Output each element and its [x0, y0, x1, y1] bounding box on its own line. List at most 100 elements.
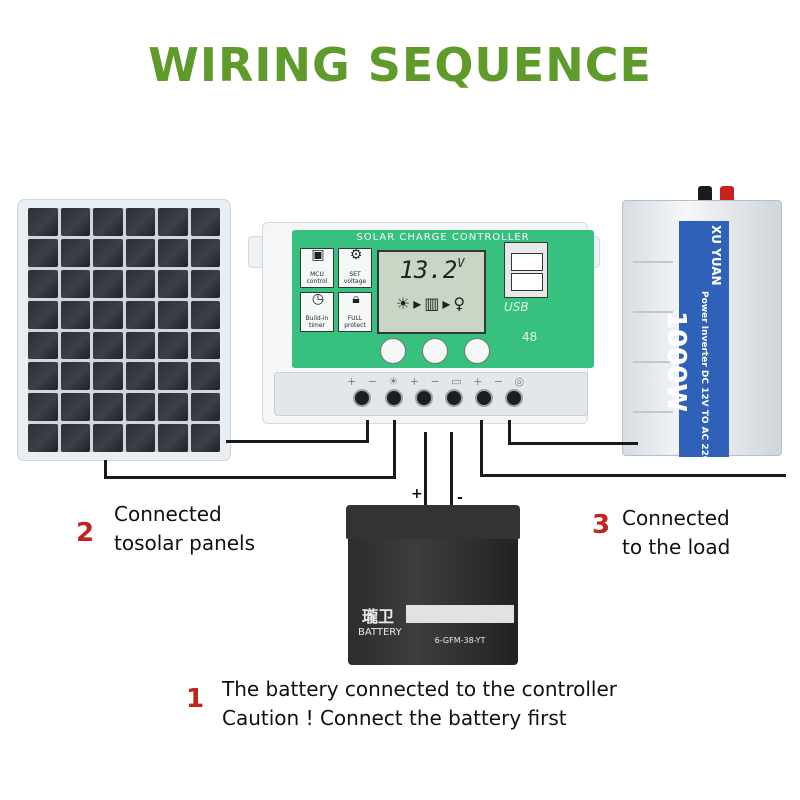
cooling-fin: [633, 261, 673, 263]
cooling-fin: [633, 311, 673, 313]
model-mark: 48: [522, 330, 538, 344]
terminal-screw: [505, 389, 523, 407]
usb-label: USB: [504, 300, 529, 314]
step-3-number: 3: [592, 510, 611, 540]
solar-cell: [125, 300, 155, 329]
step-3-line: Connected: [622, 506, 730, 530]
wire-panel-positive-drop: [366, 420, 369, 443]
solar-cell: [125, 362, 155, 391]
wire-load-positive: [508, 442, 638, 445]
controller-button-3: [464, 338, 490, 364]
solar-cell: [190, 424, 220, 452]
wire-panel-negative: [104, 476, 396, 479]
solar-panel: [18, 200, 230, 460]
usb-port: [511, 273, 543, 291]
battery-brand-line: 瓏卫: [361, 607, 394, 626]
lock-icon: 🔒︎: [352, 291, 360, 307]
solar-cell: [60, 331, 90, 360]
solar-cell: [125, 269, 155, 298]
inverter-power-rating: 1000W: [661, 311, 691, 413]
solar-cell: [28, 269, 58, 298]
solar-cell: [93, 269, 123, 298]
solar-cell: [60, 238, 90, 267]
solar-cell: [93, 208, 123, 236]
solar-cell: [190, 362, 220, 391]
battery-label-bar: [406, 605, 514, 623]
battery-brand: 瓏卫 BATTERY: [358, 603, 402, 638]
wire-battery-negative: [450, 432, 453, 507]
battery-lid: [346, 505, 520, 539]
controller-faceplate: SOLAR CHARGE CONTROLLER ▣ MCU control ⚙ …: [292, 230, 594, 368]
solar-cell: [60, 269, 90, 298]
terminal-screw: [445, 389, 463, 407]
battery-model: 6-GFM-38-YT: [434, 636, 486, 645]
cooling-fin: [633, 411, 673, 413]
usb-port: [511, 253, 543, 271]
step-3-line: to the load: [622, 535, 731, 559]
controller-label: SOLAR CHARGE CONTROLLER: [356, 232, 530, 243]
lcd-value: 13.2: [399, 256, 458, 284]
solar-cell: [93, 393, 123, 422]
solar-cell: [125, 331, 155, 360]
solar-cell: [93, 238, 123, 267]
key-timer-label: Build-in timer: [305, 315, 329, 329]
gear-icon: ⚙: [349, 247, 363, 263]
key-set-voltage: ⚙ SET voltage: [338, 248, 372, 288]
battery-case: 瓏卫 BATTERY 6-GFM-38-YT: [348, 533, 518, 665]
clock-icon: ◷: [311, 291, 325, 307]
power-inverter: XU YUAN Power Inverter DC 12V TO AC 220V…: [618, 186, 788, 469]
diagram-title: WIRING SEQUENCE: [148, 38, 652, 92]
solar-cell: [158, 424, 188, 452]
wire-load-negative-drop: [480, 420, 483, 476]
wire-panel-negative-drop: [104, 460, 107, 478]
wire-panel-negative-rise: [393, 420, 396, 479]
step-2-line: tosolar panels: [114, 531, 256, 555]
solar-cell: [190, 238, 220, 267]
solar-cell: [158, 300, 188, 329]
solar-cell: [28, 424, 58, 452]
solar-cell: [158, 331, 188, 360]
controller-button-1: [380, 338, 406, 364]
solar-cell: [60, 208, 90, 236]
battery-positive-sign: +: [411, 486, 423, 502]
terminal-signs: + − ☀ + − ▭ + − ◎: [347, 375, 529, 388]
usb-ports: [504, 242, 548, 298]
lcd-display: 13.2V ☀▸▥▸♀: [377, 250, 486, 334]
wire-panel-positive: [226, 440, 368, 443]
solar-cell: [93, 300, 123, 329]
battery: 瓏卫 BATTERY 6-GFM-38-YT: [346, 505, 520, 665]
solar-cell: [158, 393, 188, 422]
solar-cell: [60, 362, 90, 391]
wire-load-negative: [480, 474, 786, 477]
terminal-screw: [475, 389, 493, 407]
solar-cell: [28, 331, 58, 360]
solar-cell: [125, 393, 155, 422]
key-mcu-label: MCU control: [306, 271, 328, 285]
solar-cell: [28, 393, 58, 422]
step-2-number: 2: [76, 518, 95, 548]
wire-load-positive-drop: [508, 420, 511, 444]
key-set-label: SET voltage: [343, 271, 367, 285]
lcd-voltage-reading: 13.2V: [387, 256, 477, 284]
wire-battery-positive: [424, 432, 427, 507]
key-protect-label: FULL protect: [344, 315, 366, 329]
solar-cell: [28, 300, 58, 329]
solar-cell: [28, 238, 58, 267]
lcd-unit: V: [457, 256, 465, 270]
solar-cell: [190, 300, 220, 329]
inverter-label-panel: XU YUAN Power Inverter DC 12V TO AC 220V…: [661, 221, 729, 469]
solar-cell: [93, 331, 123, 360]
solar-cell: [190, 269, 220, 298]
solar-cell: [158, 269, 188, 298]
solar-cell: [93, 424, 123, 452]
solar-cell: [28, 362, 58, 391]
solar-cell: [60, 300, 90, 329]
step-1-line: The battery connected to the controller: [222, 677, 618, 701]
step-2-line: Connected: [114, 502, 222, 526]
battery-brand-line: BATTERY: [358, 627, 402, 638]
battery-negative-sign: -: [457, 490, 463, 506]
controller-button-2: [422, 338, 448, 364]
lcd-status-icons: ☀▸▥▸♀: [395, 294, 469, 313]
inverter-housing: XU YUAN Power Inverter DC 12V TO AC 220V…: [622, 200, 782, 469]
solar-cell: [158, 362, 188, 391]
